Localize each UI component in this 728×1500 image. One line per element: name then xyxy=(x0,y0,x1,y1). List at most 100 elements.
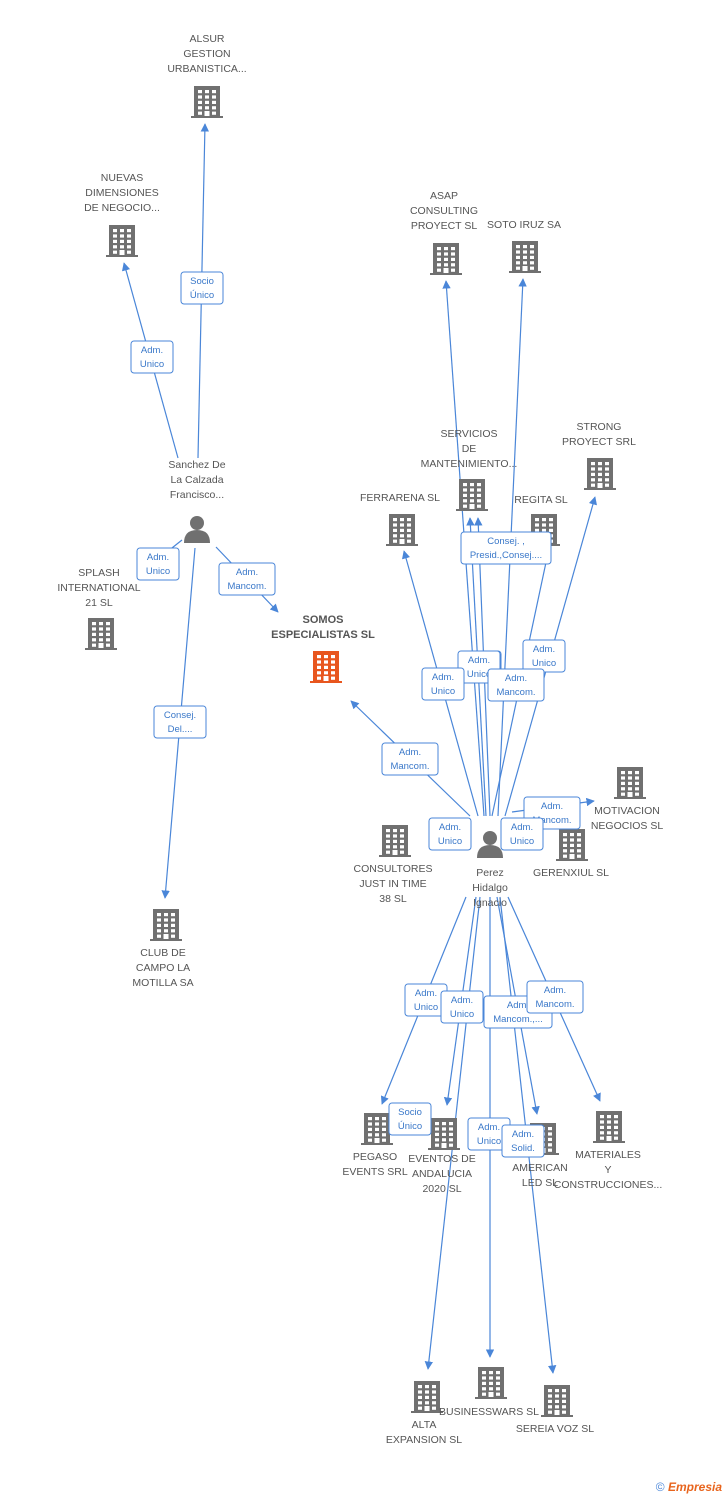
node-label: STRONG xyxy=(577,421,622,433)
node-label: PROYECT SL xyxy=(411,220,477,232)
edge-label-text: Socio xyxy=(190,276,214,287)
node-label: SOTO IRUZ SA xyxy=(487,219,561,231)
edge-label-text: Único xyxy=(398,1121,422,1132)
node-label: PEGASO xyxy=(353,1151,397,1163)
edge-label-text: Unico xyxy=(438,836,462,847)
edge-label-text: Unico xyxy=(431,686,455,697)
node-label: 2020 SL xyxy=(422,1183,461,1195)
company-icon xyxy=(430,243,462,275)
edge-label-text: Adm. xyxy=(432,672,454,683)
edge-label-perez-materiales[interactable]: Adm.Mancom. xyxy=(526,980,584,1014)
node-materiales[interactable]: MATERIALESYCONSTRUCCIONES... xyxy=(554,1111,663,1191)
edge-label-text: Del.... xyxy=(168,724,193,735)
edge-label-perez-businesswars[interactable]: Adm.Unico xyxy=(467,1117,511,1151)
node-label: MOTIVACION xyxy=(594,805,660,817)
edge-label-sanchez-nuevas[interactable]: Adm. Unico xyxy=(130,340,174,374)
edge-label-sanchez-splash[interactable]: Adm.Unico xyxy=(136,547,180,581)
node-pegaso[interactable]: PEGASO EVENTS SRL xyxy=(342,1113,408,1178)
node-label: ANDALUCIA xyxy=(412,1168,472,1180)
edge-label-text: Unico xyxy=(532,658,556,669)
edge-label-sanchez-club[interactable]: Consej.Del.... xyxy=(153,705,207,739)
node-label: Ignacio xyxy=(473,897,507,909)
focus-company-icon xyxy=(310,651,342,683)
node-label: EVENTS SRL xyxy=(342,1166,408,1178)
node-label: 38 SL xyxy=(379,893,407,905)
node-sereia[interactable]: SEREIA VOZ SL xyxy=(516,1385,594,1435)
node-label: CLUB DE xyxy=(140,947,186,959)
node-alsur[interactable]: ALSURGESTIONURBANISTICA... xyxy=(167,33,247,118)
node-label: DE NEGOCIO... xyxy=(84,202,160,214)
edge-label-text: Adm. xyxy=(505,673,527,684)
edge-label-box xyxy=(153,705,207,739)
company-icon xyxy=(475,1367,507,1399)
edge-label-perez-somos[interactable]: Adm. Mancom. xyxy=(381,742,439,776)
edge-label-box xyxy=(460,531,552,565)
person-icon xyxy=(477,831,503,858)
edge-label-perez-ferrarena[interactable]: Adm. Unico xyxy=(421,667,465,701)
company-icon xyxy=(509,241,541,273)
node-label: SOMOS xyxy=(303,614,344,626)
company-icon xyxy=(593,1111,625,1143)
edge-label-text: Adm. xyxy=(399,747,421,758)
edge-label-perez-gerenxiul[interactable]: Adm.Unico xyxy=(500,817,544,851)
edge-label-text: Adm. xyxy=(451,995,473,1006)
company-icon xyxy=(556,829,588,861)
edge-label-text: Mancom. xyxy=(496,687,535,698)
company-icon xyxy=(85,618,117,650)
node-label: CONSTRUCCIONES... xyxy=(554,1179,663,1191)
node-label: DE xyxy=(462,443,477,455)
edge-label-sanchez-somos[interactable]: Adm.Mancom. xyxy=(218,562,276,596)
node-label: MANTENIMIENTO... xyxy=(421,458,518,470)
node-label: DIMENSIONES xyxy=(85,187,159,199)
company-icon xyxy=(584,458,616,490)
node-gerenxiul[interactable]: GERENXIUL SL xyxy=(533,829,609,879)
edge-label-text: Adm. xyxy=(236,567,258,578)
edge-label-box xyxy=(388,1102,432,1136)
edge-label-perez-eventos[interactable]: Adm.Unico xyxy=(440,990,484,1024)
node-businesswars[interactable]: BUSINESSWARS SL xyxy=(439,1367,539,1418)
edge-label-text: Presid.,Consej.... xyxy=(470,550,542,561)
node-label: LED SL xyxy=(522,1177,558,1189)
edge-label-perez-servicios[interactable]: Adm. Mancom. xyxy=(487,668,545,702)
company-icon xyxy=(411,1381,443,1413)
edge-label-text: Mancom. xyxy=(390,761,429,772)
edge-label-text: Adm. xyxy=(511,822,533,833)
nodes-layer: ALSURGESTIONURBANISTICA...NUEVASDIMENSIO… xyxy=(57,33,663,1446)
company-icon xyxy=(614,767,646,799)
node-strong[interactable]: STRONG PROYECT SRL xyxy=(562,421,636,490)
edge-label-perez-sereia[interactable]: Adm.Solid. xyxy=(501,1124,545,1158)
node-servicios[interactable]: SERVICIOSDEMANTENIMIENTO... xyxy=(421,428,518,511)
brand-footer[interactable]: © Empresia xyxy=(656,1480,722,1494)
company-icon xyxy=(541,1385,573,1417)
edge-label-text: Adm. xyxy=(141,345,163,356)
node-soto[interactable]: SOTO IRUZ SA xyxy=(487,219,561,273)
node-label: ALTA xyxy=(412,1419,437,1431)
node-label: 21 SL xyxy=(85,597,113,609)
edge-label-perez-strong[interactable]: Adm. Unico xyxy=(522,639,566,673)
edge-label-perez-regita[interactable]: Consej. ,Presid.,Consej.... xyxy=(460,531,552,565)
edge-label-perez-consultores[interactable]: Adm.Unico xyxy=(428,817,472,851)
edge-label-text: Adm. xyxy=(507,1000,529,1011)
node-ferrarena[interactable]: FERRARENA SL xyxy=(360,492,440,546)
node-label: ASAP xyxy=(430,190,458,202)
edge-label-box xyxy=(428,817,472,851)
edge-label-text: Unico xyxy=(140,359,164,370)
edge-label-text: Adm. xyxy=(533,644,555,655)
node-label: Hidalgo xyxy=(472,882,508,894)
node-label: PROYECT SRL xyxy=(562,436,636,448)
edge-label-text: Adm. xyxy=(147,552,169,563)
